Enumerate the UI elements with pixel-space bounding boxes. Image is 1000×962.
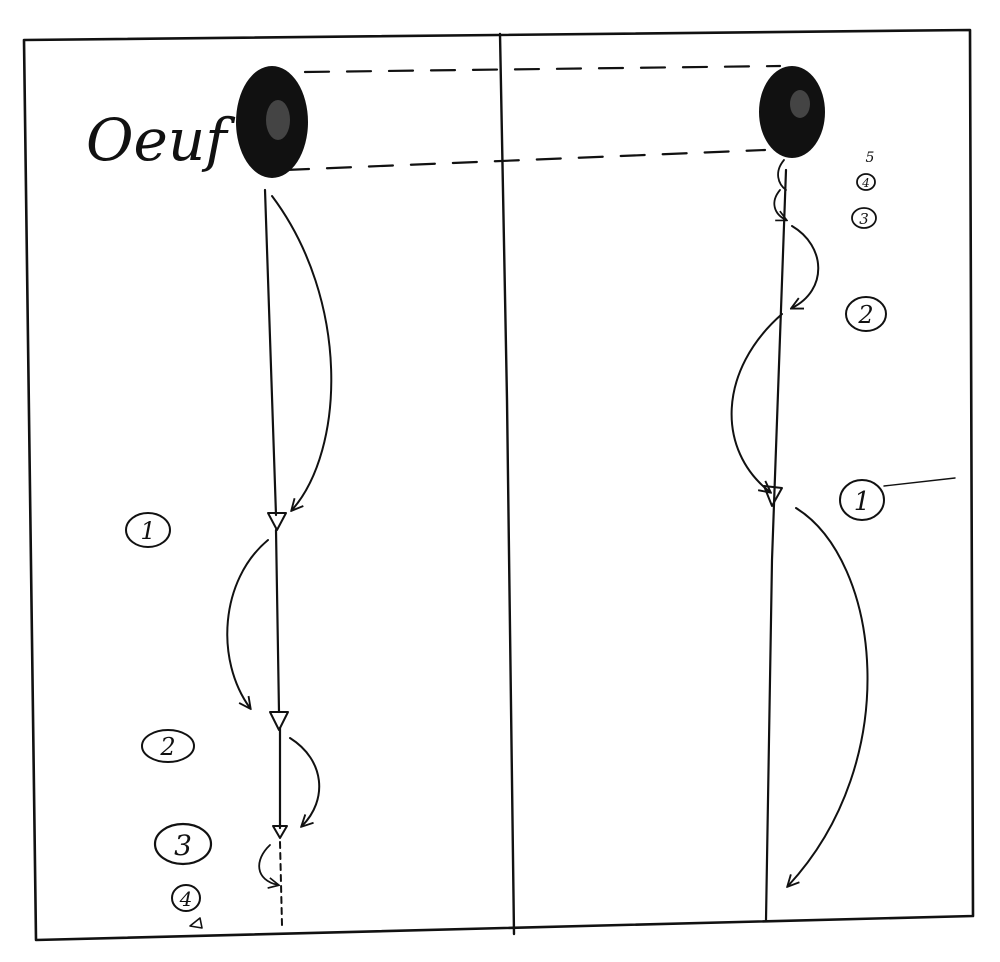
right-step-1: 1: [839, 479, 885, 521]
svg-text:5: 5: [866, 150, 875, 166]
egg-label: Oeuf: [86, 106, 236, 174]
right-step-1-tick: [883, 477, 956, 487]
right-egg-icon: [759, 66, 825, 158]
left-bounce-arc-2: [226, 539, 269, 708]
left-arrow-head-3: [272, 825, 288, 839]
left-panel: Oeuf 1 2 3 4: [86, 66, 333, 929]
panel-divider: [498, 32, 516, 936]
left-step-2: 2: [141, 729, 195, 763]
right-step-5: 5: [866, 150, 875, 166]
left-bounce-arc-4: [258, 844, 278, 885]
outer-frame: [22, 28, 975, 942]
right-bounce-arc-1-in: [730, 313, 783, 492]
right-step-4: 4: [856, 173, 876, 191]
left-step-1: 1: [125, 512, 171, 548]
svg-text:1: 1: [140, 517, 155, 545]
svg-text:3: 3: [859, 210, 869, 228]
left-step-4: 4: [171, 884, 201, 912]
left-drop-line: [263, 188, 278, 517]
svg-text:2: 2: [159, 733, 175, 761]
right-drop-line: [764, 168, 788, 922]
svg-text:4: 4: [179, 887, 193, 911]
right-arrow-head-1: [763, 485, 783, 507]
left-ground-arrow: [189, 917, 203, 929]
bottom-guide-line: [283, 148, 767, 172]
top-guide-line: [303, 64, 782, 74]
right-step-3: 3: [851, 207, 877, 229]
left-egg-icon: [236, 66, 308, 178]
svg-text:3: 3: [174, 829, 192, 862]
left-drop-line-2: [274, 528, 281, 714]
left-step-3: 3: [153, 822, 213, 866]
left-bounce-arc-1: [271, 195, 333, 510]
right-panel: 1 2 3 4 5: [730, 66, 956, 922]
left-bounce-arc-3: [289, 737, 321, 826]
right-bounce-arc-out: [788, 507, 869, 886]
right-bounce-arc-2-in: [792, 225, 820, 308]
left-arrow-head-1: [267, 512, 287, 531]
svg-text:2: 2: [857, 301, 873, 329]
svg-text:4: 4: [861, 176, 870, 190]
svg-text:1: 1: [854, 487, 871, 517]
left-arrow-head-2: [269, 711, 289, 731]
right-bounce-small-1: [777, 159, 787, 191]
left-drop-line-4: [279, 841, 283, 926]
right-step-2: 2: [845, 296, 887, 332]
